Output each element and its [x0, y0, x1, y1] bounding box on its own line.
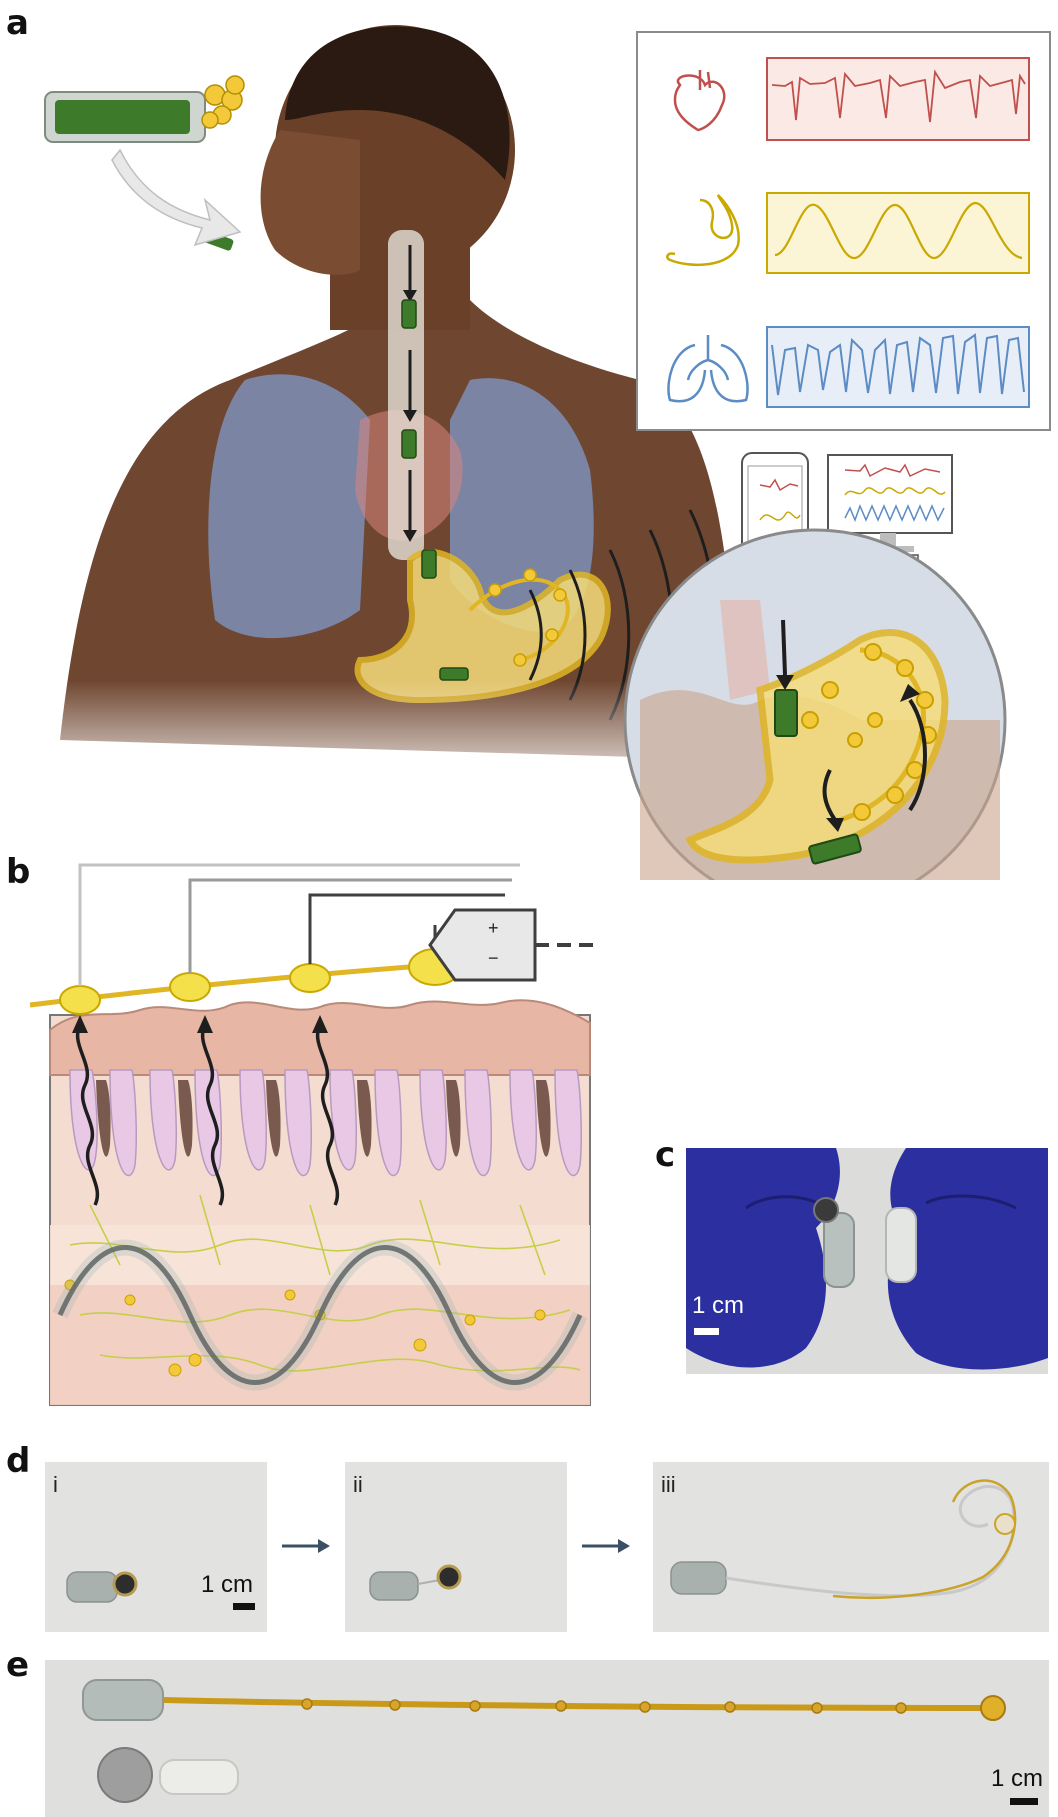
electrodes: [59, 948, 462, 1015]
panel-d-step-i: i 1 cm: [45, 1462, 267, 1632]
heart-signal-box: [766, 57, 1030, 141]
lungs-icon: [667, 335, 749, 403]
capsule-device: [823, 1212, 855, 1288]
panel-label-b: b: [6, 852, 31, 892]
panel-e-photo: 1 cm: [45, 1660, 1049, 1817]
stomach-icon: [666, 194, 740, 267]
capsule-body: [82, 1679, 164, 1721]
panel-label-d: d: [6, 1441, 31, 1481]
arrow-icon-2: [582, 1539, 630, 1553]
strip-electrodes: [301, 1698, 907, 1714]
strip-end-electrode: [980, 1695, 1006, 1721]
heart-icon: [673, 70, 726, 132]
panel-label-c: c: [655, 1135, 676, 1175]
left-lung: [208, 374, 370, 639]
lungs-signal-box: [766, 326, 1030, 408]
left-glove: [686, 1148, 840, 1368]
coin: [97, 1747, 153, 1803]
scale-bar-e: [1010, 1798, 1038, 1805]
panel-b-illustration: [29, 863, 600, 1406]
muscle-layer: [50, 1285, 590, 1405]
amplifier-plus: +: [488, 918, 499, 938]
mucosa-surface: [49, 999, 591, 1076]
amplifier-minus: −: [488, 948, 499, 968]
hair: [285, 26, 510, 180]
right-lung: [450, 378, 594, 632]
ecg-trace: [771, 69, 1026, 123]
electrode-dots: [488, 568, 567, 667]
esophagus: [388, 230, 424, 560]
submucosa-layer: [50, 1225, 590, 1285]
scale-label-e: 1 cm: [991, 1765, 1044, 1792]
panel-d-step-ii: ii: [345, 1462, 567, 1632]
gastric-trace: [774, 201, 1023, 260]
panel-c-photo: 1 cm: [686, 1148, 1048, 1374]
panel-d-step-iii: iii: [653, 1462, 1049, 1632]
arrow-icon-1: [282, 1539, 330, 1553]
capsule-markers: [401, 299, 469, 681]
large-capsule: [44, 75, 245, 143]
empty-capsule: [159, 1759, 239, 1795]
ingest-arrow: [111, 148, 242, 247]
step-label-iii: iii: [661, 1472, 676, 1497]
slow-wave: [57, 1245, 583, 1385]
capsule-empty: [885, 1207, 917, 1283]
scale-label-c: 1 cm: [692, 1292, 745, 1319]
scale-label-d: 1 cm: [201, 1571, 254, 1598]
flexible-strip: [162, 1697, 1006, 1711]
signal-arrows: [76, 1024, 339, 1206]
scale-bar-c: [694, 1328, 719, 1335]
respiratory-trace: [771, 333, 1025, 396]
panel-label-e: e: [6, 1645, 30, 1685]
zoom-circle: [623, 528, 1007, 880]
panel-a-illustration: [0, 25, 1051, 880]
stomach: [354, 548, 611, 704]
step-label-ii: ii: [353, 1472, 363, 1497]
arrowheads: [403, 290, 417, 542]
step-label-i: i: [53, 1472, 58, 1497]
panel-label-a: a: [6, 3, 29, 43]
amplifier: [428, 908, 537, 982]
crypts: [96, 1080, 551, 1157]
face: [260, 130, 360, 275]
